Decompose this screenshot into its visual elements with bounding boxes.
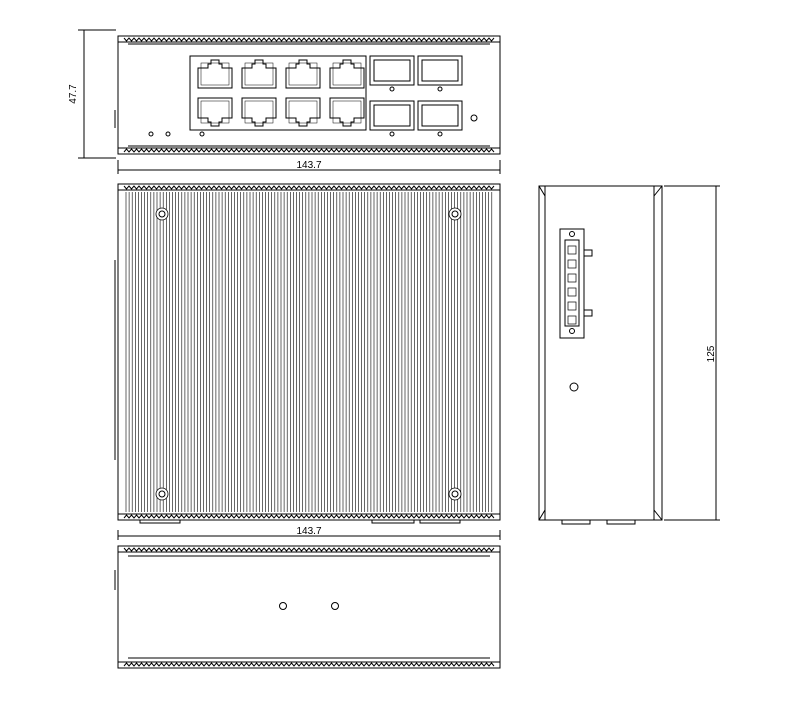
terminal-pin: [567, 287, 577, 297]
sfp-port: [417, 55, 463, 92]
rj45-port: [285, 97, 321, 127]
front-height-label: 47.7: [68, 84, 79, 104]
top-view: 143.7: [114, 183, 501, 540]
rj45-port: [241, 59, 277, 89]
terminal-pin: [567, 259, 577, 269]
top-width-label: 143.7: [296, 526, 321, 537]
rj45-port-group: [197, 59, 365, 127]
rj45-port: [285, 59, 321, 89]
led-indicator: [165, 131, 171, 137]
rj45-port: [329, 97, 365, 127]
terminal-pin: [567, 315, 577, 325]
front-body: [117, 35, 501, 155]
front-top-serration: [123, 37, 495, 42]
bottom-view-top-serration: [123, 547, 495, 552]
rj45-port: [197, 59, 233, 89]
ground-screw: [470, 114, 478, 122]
terminal-pins: [567, 245, 577, 325]
terminal-pin: [567, 245, 577, 255]
bottom-body: [117, 545, 501, 669]
rj45-port: [241, 97, 277, 127]
mounting-hole: [279, 602, 287, 610]
sfp-port: [369, 55, 415, 92]
rj45-port: [329, 59, 365, 89]
led-indicator: [148, 131, 154, 137]
top-view-top-serration: [123, 185, 495, 190]
mounting-screws: [155, 207, 462, 501]
mounting-hole: [331, 602, 339, 610]
terminal-pin: [567, 301, 577, 311]
bottom-view: [114, 545, 501, 669]
front-view: 47.7 143.7: [68, 29, 501, 174]
terminal-block: [559, 228, 585, 339]
side-depth-label: 125: [706, 345, 717, 362]
sfp-port: [417, 100, 463, 137]
rj45-panel: [189, 55, 367, 131]
sfp-port-group: [369, 55, 463, 137]
side-view: 125: [538, 185, 720, 525]
bottom-view-bottom-serration: [123, 662, 495, 667]
side-body: [538, 185, 663, 521]
led-indicator: [199, 131, 205, 137]
heatsink-fins: [125, 192, 493, 512]
screw: [448, 207, 462, 221]
top-view-bottom-serration: [123, 514, 495, 519]
side-screw: [569, 382, 579, 392]
screw: [155, 207, 169, 221]
sfp-port: [369, 100, 415, 137]
top-body: [117, 183, 501, 521]
terminal-pin: [567, 273, 577, 283]
front-width-label: 143.7: [296, 160, 321, 171]
screw: [155, 487, 169, 501]
front-bottom-serration: [123, 148, 495, 153]
screw: [448, 487, 462, 501]
rj45-port: [197, 97, 233, 127]
